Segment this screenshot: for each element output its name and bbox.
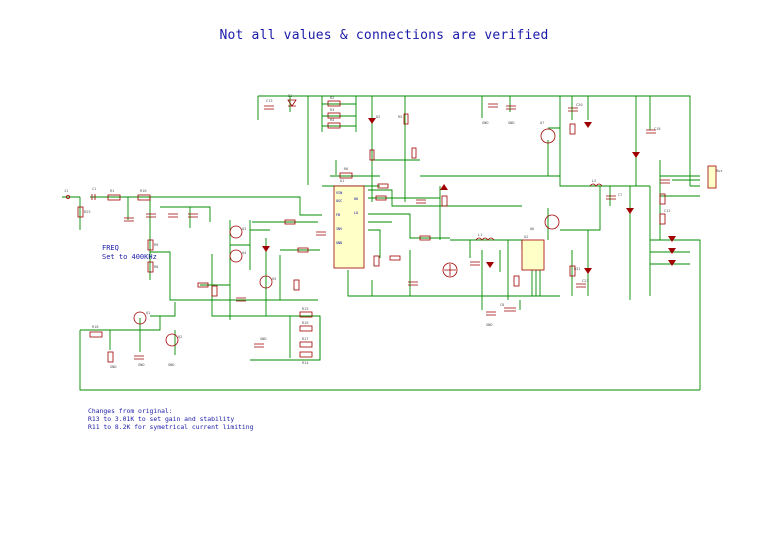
svg-text:R31: R31 <box>574 267 581 271</box>
svg-text:R5: R5 <box>398 115 402 119</box>
svg-text:R14: R14 <box>302 361 309 365</box>
frequency-note: FREQ Set to 400KHz <box>102 244 157 262</box>
svg-text:R16: R16 <box>302 321 309 325</box>
svg-text:J1: J1 <box>64 189 68 193</box>
svg-text:Q4: Q4 <box>242 251 246 255</box>
svg-text:R15: R15 <box>302 307 309 311</box>
svg-text:R9: R9 <box>154 243 158 247</box>
svg-text:R18: R18 <box>92 325 99 329</box>
svg-text:D2: D2 <box>376 115 380 119</box>
svg-text:INV: INV <box>336 227 342 231</box>
svg-text:R1: R1 <box>110 189 114 193</box>
svg-text:R10: R10 <box>140 189 147 193</box>
svg-text:GND: GND <box>168 363 175 367</box>
schematic-components <box>66 99 717 363</box>
svg-text:FB: FB <box>336 213 340 217</box>
svg-text:OSC: OSC <box>336 199 342 203</box>
frequency-note-line2: Set to 400KHz <box>102 253 157 261</box>
svg-text:C1: C1 <box>92 187 96 191</box>
svg-text:GND: GND <box>486 323 493 327</box>
svg-text:GND: GND <box>482 121 489 125</box>
svg-text:U2: U2 <box>524 235 528 239</box>
svg-text:C20: C20 <box>576 103 583 107</box>
svg-text:LO: LO <box>354 211 358 215</box>
svg-text:R17: R17 <box>302 337 309 341</box>
svg-text:R25: R25 <box>84 210 91 214</box>
svg-text:GND: GND <box>336 241 342 245</box>
svg-text:Q3: Q3 <box>242 227 246 231</box>
svg-text:R6: R6 <box>344 167 348 171</box>
svg-text:R2: R2 <box>330 96 334 100</box>
svg-text:Q5: Q5 <box>272 277 276 281</box>
svg-text:R8: R8 <box>154 265 158 269</box>
svg-text:C12: C12 <box>664 209 671 213</box>
svg-text:GND: GND <box>508 121 515 125</box>
changes-line2: R11 to 8.2K for symetrical current limit… <box>88 423 254 431</box>
svg-text:R3: R3 <box>330 108 334 112</box>
svg-text:VIN: VIN <box>336 191 342 195</box>
svg-text:GND: GND <box>260 337 267 341</box>
svg-text:C7: C7 <box>618 193 622 197</box>
svg-text:Bus: Bus <box>716 169 723 173</box>
svg-text:Q6: Q6 <box>530 227 534 231</box>
svg-text:C8: C8 <box>500 303 504 307</box>
svg-text:Q1: Q1 <box>146 311 150 315</box>
svg-text:D1: D1 <box>288 94 292 98</box>
component-labels: R2 R3 R4 C13 D1 D2 R5 R6 U1 VIN OSC FB I… <box>64 94 723 369</box>
svg-text:U1: U1 <box>340 179 344 183</box>
svg-text:HO: HO <box>354 197 358 201</box>
svg-text:Q2: Q2 <box>178 335 182 339</box>
svg-text:C18: C18 <box>654 127 661 131</box>
frequency-note-line1: FREQ <box>102 244 119 252</box>
svg-text:GND: GND <box>138 363 145 367</box>
svg-text:Q7: Q7 <box>540 121 544 125</box>
changes-note: Changes from original: R13 to 3.01K to s… <box>88 407 253 431</box>
diagram-title: Not all values & connections are verifie… <box>219 28 549 43</box>
svg-text:GND: GND <box>110 365 117 369</box>
svg-text:C13: C13 <box>266 99 273 103</box>
svg-text:C23: C23 <box>582 279 589 283</box>
changes-heading: Changes from original: <box>88 407 173 415</box>
svg-text:R4: R4 <box>330 118 334 122</box>
svg-text:L1: L1 <box>478 233 482 237</box>
changes-line1: R13 to 3.01K to set gain and stability <box>88 415 235 423</box>
svg-text:L2: L2 <box>592 179 596 183</box>
